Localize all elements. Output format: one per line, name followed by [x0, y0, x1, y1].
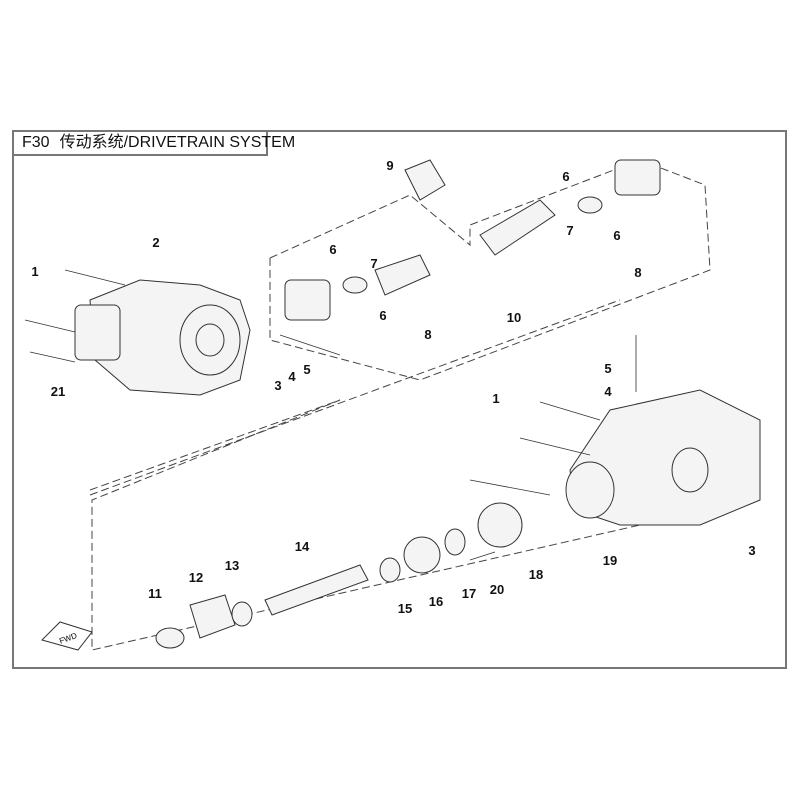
callout-7: 7	[370, 256, 377, 271]
bolts-front	[24, 269, 341, 363]
callout-6: 6	[329, 242, 336, 257]
callout-18: 18	[529, 567, 543, 582]
figure-code: F30	[22, 134, 50, 151]
diagram-frame	[12, 130, 787, 669]
callout-17: 17	[462, 586, 476, 601]
callout-1: 1	[31, 264, 38, 279]
figure-title: 传动系统/DRIVETRAIN SYSTEM	[59, 134, 296, 151]
front-differential	[74, 279, 251, 396]
callout-3: 3	[748, 543, 755, 558]
callout-21: 21	[51, 384, 65, 399]
callout-19: 19	[603, 553, 617, 568]
callout-15: 15	[398, 601, 412, 616]
callout-4: 4	[288, 369, 296, 384]
callout-4: 4	[604, 384, 612, 399]
callout-12: 12	[189, 570, 203, 585]
callout-2: 2	[152, 235, 159, 250]
callout-8: 8	[424, 327, 431, 342]
callout-8: 8	[634, 265, 641, 280]
callout-7: 7	[566, 223, 573, 238]
callout-5: 5	[604, 361, 611, 376]
callout-5: 5	[303, 362, 310, 377]
rear-differential	[469, 335, 761, 526]
callout-20: 20	[490, 582, 504, 597]
front-propshaft-boundary	[269, 159, 711, 381]
callout-3: 3	[274, 378, 281, 393]
rear-propshaft-parts	[155, 502, 523, 649]
callout-10: 10	[507, 310, 521, 325]
callout-11: 11	[148, 586, 162, 601]
callout-9: 9	[386, 158, 393, 173]
axis-line	[89, 299, 621, 496]
callout-16: 16	[429, 594, 443, 609]
callout-6: 6	[562, 169, 569, 184]
callout-14: 14	[295, 539, 310, 554]
page-title: F30 传动系统/DRIVETRAIN SYSTEM	[12, 130, 295, 156]
front-propshaft	[284, 159, 661, 321]
callout-6: 6	[379, 308, 386, 323]
fwd-arrow-icon: FWD	[41, 621, 93, 651]
callout-13: 13	[225, 558, 239, 573]
callout-6: 6	[613, 228, 620, 243]
callout-1: 1	[492, 391, 499, 406]
